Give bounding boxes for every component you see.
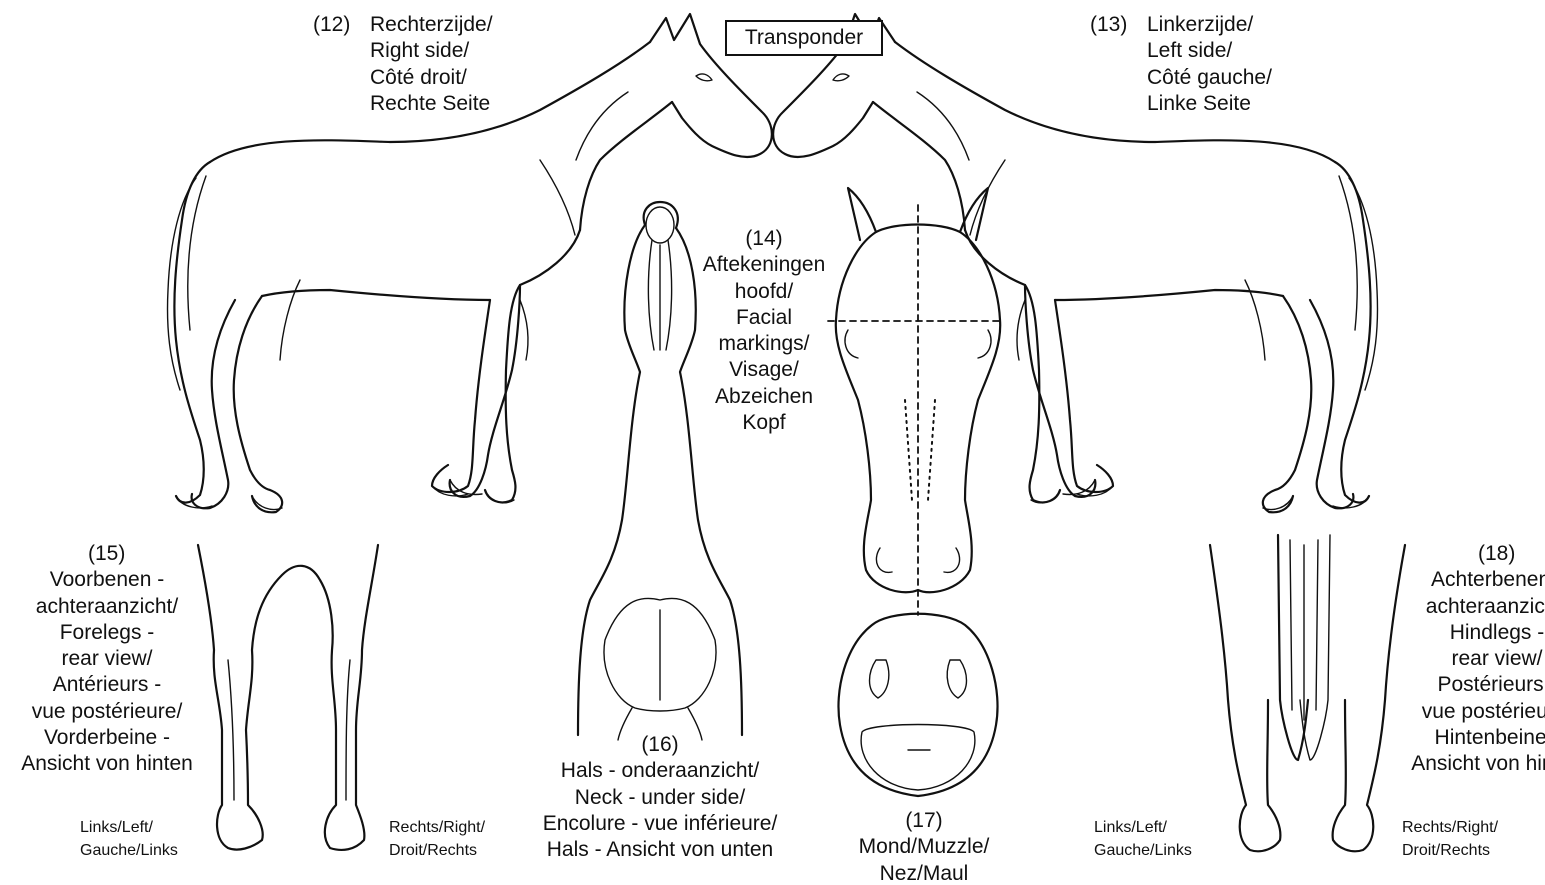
hindlegs-line: Hintenbeine -: [1392, 725, 1545, 751]
hindlegs-number: (18): [1392, 541, 1545, 567]
right-side-label: Rechterzijde/ Right side/ Côté droit/ Re…: [370, 12, 493, 117]
hindlegs-right-label: Rechts/Right/ Droit/Rechts: [1402, 817, 1498, 862]
forelegs-right-line: Droit/Rechts: [389, 840, 485, 863]
forelegs-left-label: Links/Left/ Gauche/Links: [80, 817, 178, 862]
head-line: markings/: [684, 331, 844, 357]
hindlegs-line: Hindlegs -: [1392, 620, 1545, 646]
head-label: (14) Aftekeningen hoofd/ Facial markings…: [684, 226, 844, 436]
hindlegs-left-line: Gauche/Links: [1094, 840, 1192, 863]
neck-line: Hals - Ansicht von unten: [520, 837, 800, 863]
muzzle-number: (17): [838, 808, 1010, 834]
horse-left-side-outline: [773, 14, 1377, 512]
forelegs-line: achteraanzicht/: [2, 594, 212, 620]
hindlegs-label: (18) Achterbenen - achteraanzicht/ Hindl…: [1392, 541, 1545, 778]
neck-line: Hals - onderaanzicht/: [520, 758, 800, 784]
right-side-line: Right side/: [370, 38, 493, 64]
left-side-line: Linkerzijde/: [1147, 12, 1272, 38]
hindlegs-rear-view-outline: [1210, 535, 1405, 851]
forelegs-right-label: Rechts/Right/ Droit/Rechts: [389, 817, 485, 862]
head-line: Kopf: [684, 410, 844, 436]
muzzle-line: Nez/Maul: [838, 861, 1010, 885]
neck-line: Neck - under side/: [520, 785, 800, 811]
left-side-line: Left side/: [1147, 38, 1272, 64]
hindlegs-line: Postérieurs -: [1392, 672, 1545, 698]
muzzle-line: Mond/Muzzle/: [838, 834, 1010, 860]
neck-line: Encolure - vue inférieure/: [520, 811, 800, 837]
left-side-label: Linkerzijde/ Left side/ Côté gauche/ Lin…: [1147, 12, 1272, 117]
hindlegs-right-line: Droit/Rechts: [1402, 840, 1498, 863]
right-side-line: Rechterzijde/: [370, 12, 493, 38]
hindlegs-right-line: Rechts/Right/: [1402, 817, 1498, 840]
head-line: Abzeichen: [684, 384, 844, 410]
left-side-line: Linke Seite: [1147, 91, 1272, 117]
hindlegs-line: vue postérieure/: [1392, 699, 1545, 725]
forelegs-left-line: Gauche/Links: [80, 840, 178, 863]
forelegs-line: Voorbenen -: [2, 567, 212, 593]
right-side-line: Rechte Seite: [370, 91, 493, 117]
head-line: Facial: [684, 305, 844, 331]
forelegs-right-line: Rechts/Right/: [389, 817, 485, 840]
hindlegs-line: Ansicht von hinten: [1392, 751, 1545, 777]
forelegs-number: (15): [2, 541, 212, 567]
head-line: Aftekeningen: [684, 252, 844, 278]
left-side-number: (13): [1090, 12, 1127, 38]
forelegs-line: Forelegs -: [2, 620, 212, 646]
head-line: Visage/: [684, 357, 844, 383]
hindlegs-line: achteraanzicht/: [1392, 594, 1545, 620]
hindlegs-left-line: Links/Left/: [1094, 817, 1192, 840]
forelegs-left-line: Links/Left/: [80, 817, 178, 840]
hindlegs-line: Achterbenen -: [1392, 567, 1545, 593]
head-line: hoofd/: [684, 279, 844, 305]
right-side-line: Côté droit/: [370, 65, 493, 91]
forelegs-rear-view-outline: [198, 545, 378, 850]
muzzle-label: (17) Mond/Muzzle/ Nez/Maul: [838, 808, 1010, 885]
forelegs-line: Ansicht von hinten: [2, 751, 212, 777]
neck-number: (16): [520, 732, 800, 758]
forelegs-label: (15) Voorbenen - achteraanzicht/ Foreleg…: [2, 541, 212, 778]
forelegs-line: rear view/: [2, 646, 212, 672]
forelegs-line: Antérieurs -: [2, 672, 212, 698]
muzzle-outline: [838, 614, 997, 796]
hindlegs-line: rear view/: [1392, 646, 1545, 672]
neck-label: (16) Hals - onderaanzicht/ Neck - under …: [520, 732, 800, 863]
head-number: (14): [684, 226, 844, 252]
transponder-box: Transponder: [725, 20, 883, 56]
right-side-number: (12): [313, 12, 350, 38]
hindlegs-left-label: Links/Left/ Gauche/Links: [1094, 817, 1192, 862]
forelegs-line: Vorderbeine -: [2, 725, 212, 751]
forelegs-line: vue postérieure/: [2, 699, 212, 725]
left-side-line: Côté gauche/: [1147, 65, 1272, 91]
